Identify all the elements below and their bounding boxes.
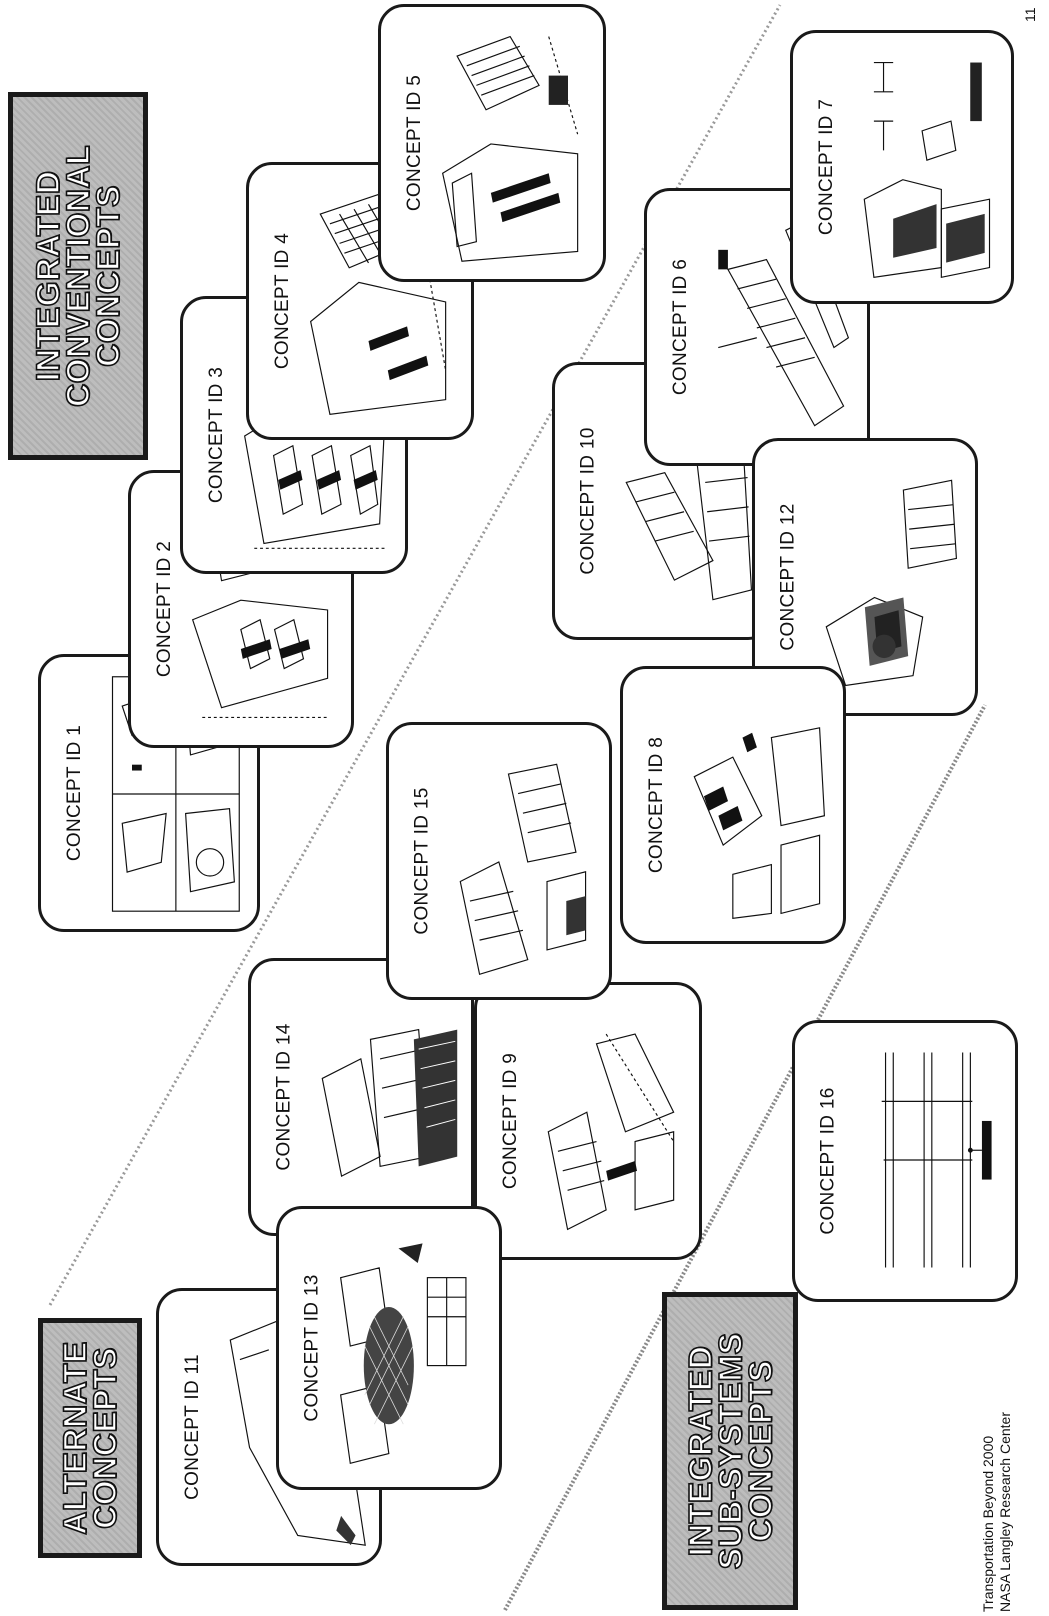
concept-card-13: CONCEPT ID 13 bbox=[276, 1206, 502, 1490]
concept-12-drawing bbox=[807, 451, 967, 703]
concept-7-drawing bbox=[845, 43, 1003, 291]
concept-9-drawing bbox=[529, 995, 691, 1247]
concept-title: CONCEPT ID 16 bbox=[818, 1087, 840, 1234]
concept-title: CONCEPT ID 12 bbox=[778, 503, 800, 650]
concept-title: CONCEPT ID 11 bbox=[182, 1354, 204, 1500]
footer-line: Transportation Beyond 2000 bbox=[980, 1412, 997, 1612]
concept-14-drawing bbox=[303, 971, 463, 1223]
concept-title: CONCEPT ID 14 bbox=[274, 1023, 296, 1170]
banner-line: CONCEPTS bbox=[745, 1333, 775, 1570]
concept-8-drawing bbox=[675, 679, 835, 931]
concept-title: CONCEPT ID 3 bbox=[206, 367, 228, 503]
concept-card-5: CONCEPT ID 5 bbox=[378, 4, 606, 282]
banner-alternate-text: ALTERNATE CONCEPTS bbox=[60, 1341, 120, 1535]
concept-card-9: CONCEPT ID 9 bbox=[474, 982, 702, 1260]
banner-line: CONCEPTS bbox=[90, 1341, 120, 1535]
banner-integrated-subsystems: INTEGRATED SUB-SYSTEMS CONCEPTS bbox=[662, 1292, 798, 1610]
concept-title: CONCEPT ID 6 bbox=[670, 259, 692, 395]
concept-16-drawing bbox=[847, 1033, 1007, 1289]
concept-title: CONCEPT ID 15 bbox=[412, 787, 434, 934]
concept-5-drawing bbox=[433, 17, 595, 269]
banner-line: CONCEPTS bbox=[93, 145, 123, 407]
concept-title: CONCEPT ID 8 bbox=[646, 737, 668, 873]
concept-title: CONCEPT ID 7 bbox=[816, 99, 838, 235]
concept-title: CONCEPT ID 13 bbox=[302, 1274, 324, 1421]
banner-line: ALTERNATE bbox=[60, 1341, 90, 1535]
banner-integrated-conventional: INTEGRATED CONVENTIONAL CONCEPTS bbox=[8, 92, 148, 460]
banner-alternate: ALTERNATE CONCEPTS bbox=[38, 1318, 142, 1558]
concept-title: CONCEPT ID 2 bbox=[154, 541, 176, 677]
concept-15-drawing bbox=[441, 735, 601, 987]
banner-line: CONVENTIONAL bbox=[63, 145, 93, 407]
concept-title: CONCEPT ID 1 bbox=[64, 725, 86, 861]
footer-line: NASA Langley Research Center bbox=[997, 1412, 1014, 1612]
banner-integrated-subsystems-text: INTEGRATED SUB-SYSTEMS CONCEPTS bbox=[685, 1333, 775, 1570]
concept-card-15: CONCEPT ID 15 bbox=[386, 722, 612, 1000]
banner-line: INTEGRATED bbox=[33, 145, 63, 407]
banner-line: SUB-SYSTEMS bbox=[715, 1333, 745, 1570]
page-number: 11 bbox=[1022, 7, 1038, 22]
concept-title: CONCEPT ID 10 bbox=[578, 427, 600, 574]
concept-title: CONCEPT ID 4 bbox=[272, 233, 294, 369]
concept-card-7: CONCEPT ID 7 bbox=[790, 30, 1014, 304]
banner-line: INTEGRATED bbox=[685, 1333, 715, 1570]
concept-title: CONCEPT ID 5 bbox=[404, 75, 426, 211]
concept-title: CONCEPT ID 9 bbox=[500, 1053, 522, 1189]
footer-credit: Transportation Beyond 2000 NASA Langley … bbox=[980, 1412, 1014, 1612]
concept-card-16: CONCEPT ID 16 bbox=[792, 1020, 1018, 1302]
concept-13-drawing bbox=[331, 1219, 491, 1477]
banner-integrated-conventional-text: INTEGRATED CONVENTIONAL CONCEPTS bbox=[33, 145, 123, 407]
concept-card-8: CONCEPT ID 8 bbox=[620, 666, 846, 944]
